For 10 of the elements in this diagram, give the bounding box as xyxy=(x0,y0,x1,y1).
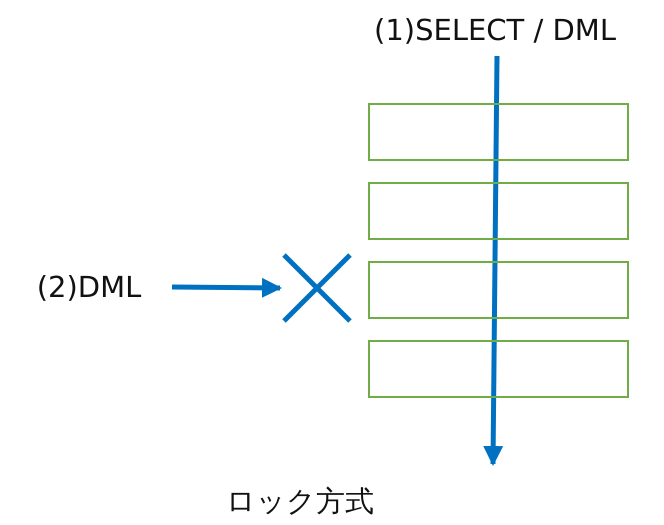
cross-mark-icon xyxy=(282,253,352,323)
arrow xyxy=(483,56,504,466)
row-box xyxy=(368,103,629,161)
node-label: (1)SELECT / DML xyxy=(330,8,660,52)
row-box xyxy=(368,182,629,240)
caption: ロック方式 xyxy=(225,483,375,520)
arrow xyxy=(172,278,282,298)
row-box xyxy=(368,340,629,398)
node-label: (2)DML xyxy=(14,265,164,309)
row-box xyxy=(368,261,629,319)
